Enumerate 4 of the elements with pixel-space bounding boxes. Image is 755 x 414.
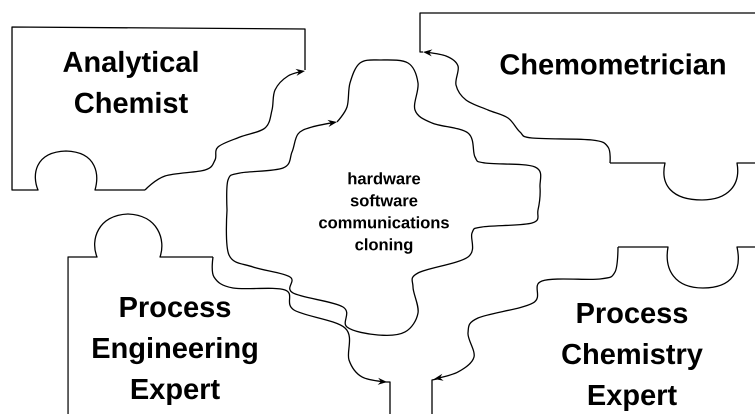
puzzle-piece: Chemometrician <box>419 12 755 201</box>
puzzle-piece: Analytical Chemist <box>11 26 306 191</box>
puzzle-piece: Process Engineering Expert <box>67 213 257 414</box>
puzzle-piece: Process Chemistry Expert <box>562 246 755 411</box>
